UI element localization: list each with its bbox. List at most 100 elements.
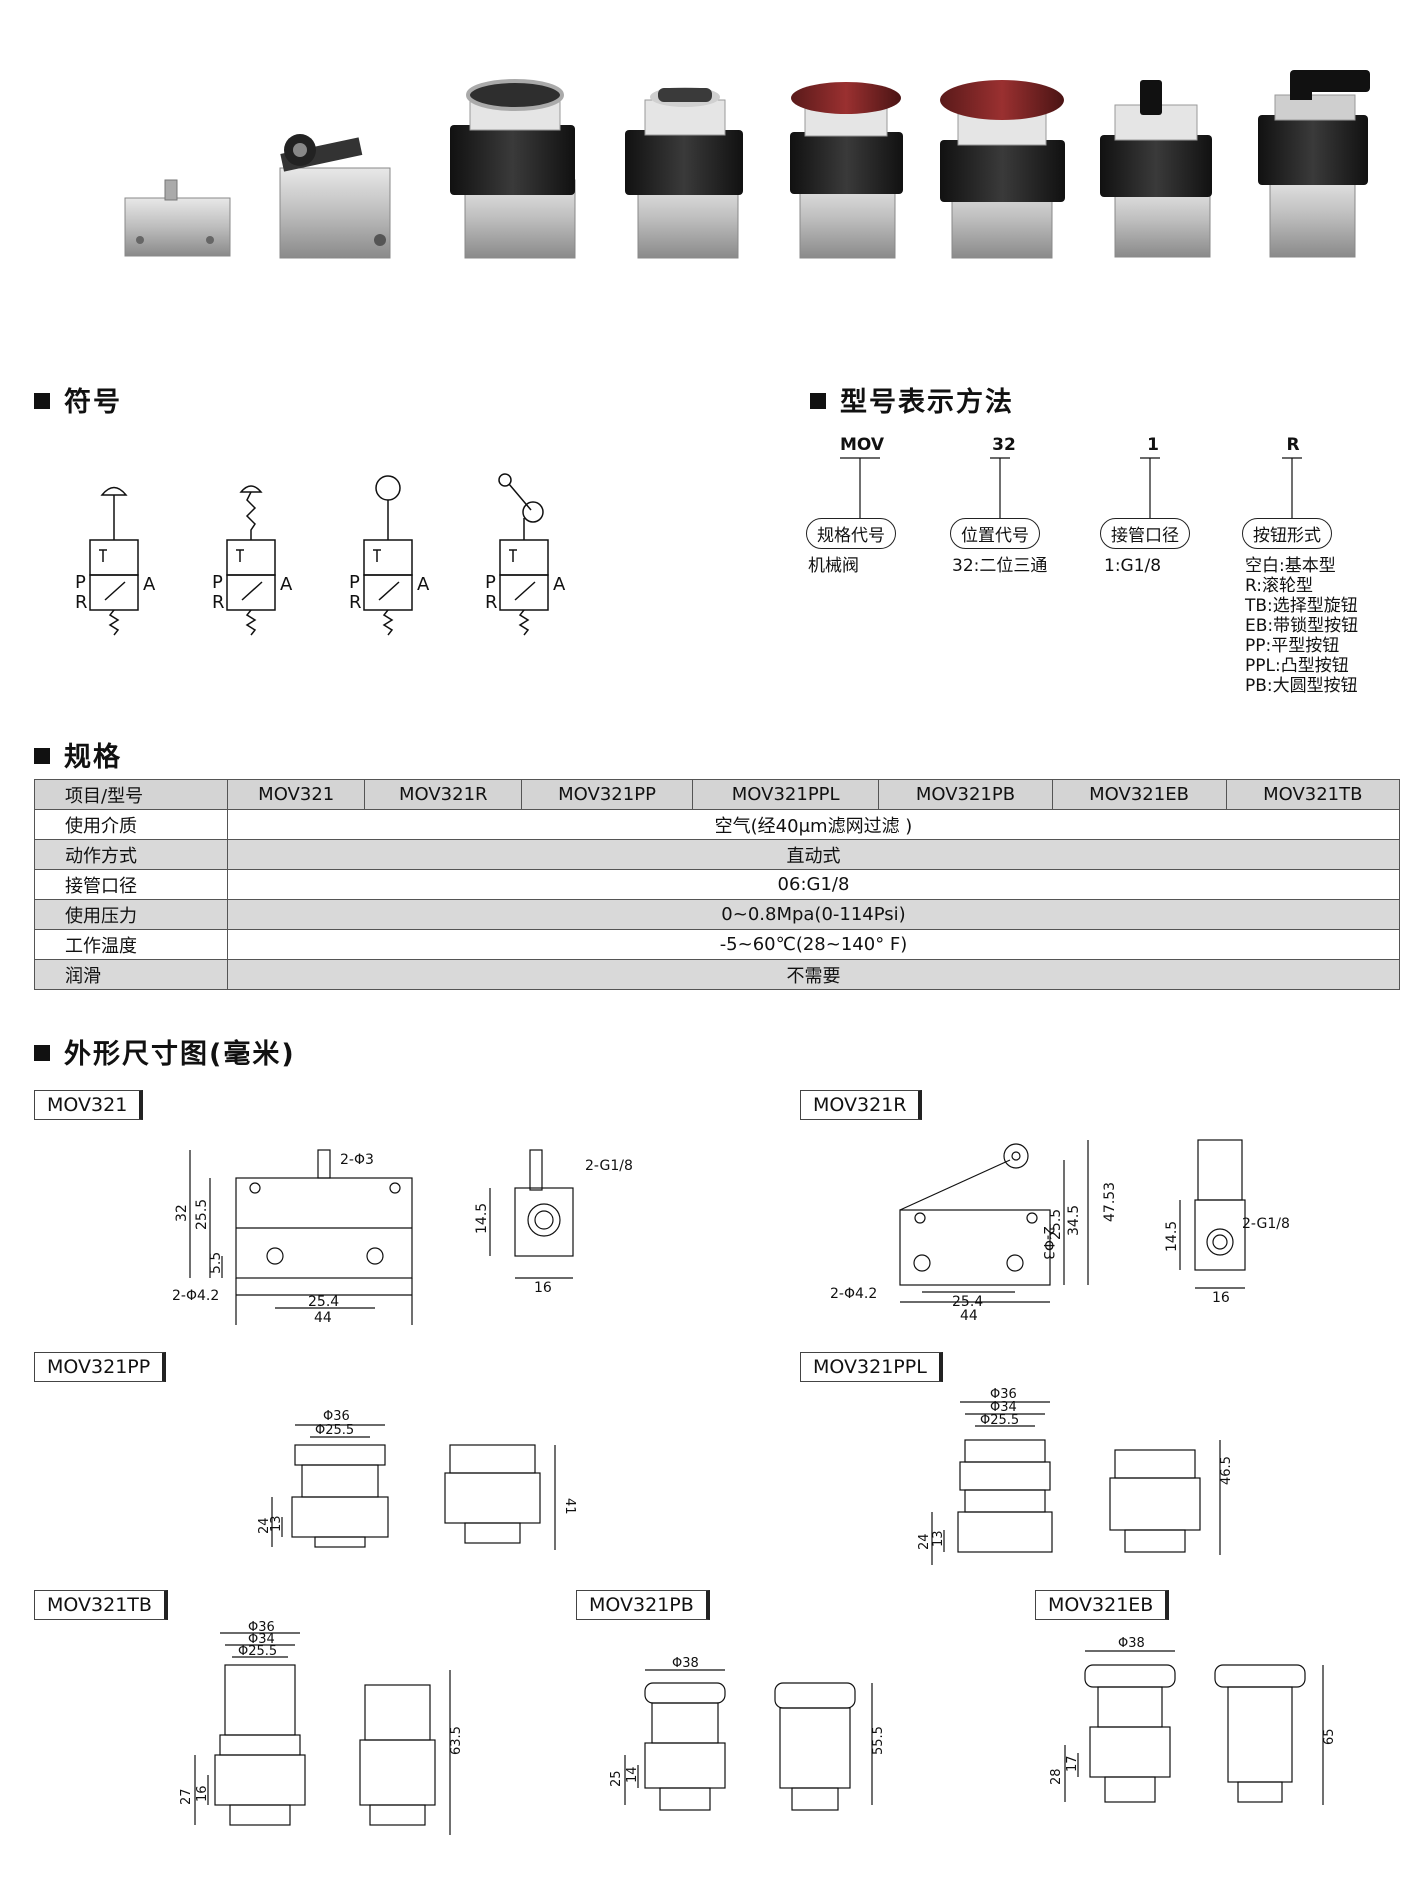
desc-spec-code: 机械阀 [808,556,859,576]
dim-text: 25.5 [194,1199,210,1230]
dim-text: 24 [917,1533,932,1550]
code-position: 32 [992,435,1016,455]
spec-row-value: 直动式 [227,839,1400,870]
section-model-code-title: 型号表示方法 [810,380,1014,419]
spec-header-label: 项目/型号 [34,779,228,810]
dim-text: 25.4 [308,1294,339,1310]
pill-button-type: 按钮形式 [1242,518,1332,549]
port-label-a: A [553,574,566,595]
dim-text: Φ38 [1118,1636,1145,1651]
valve-symbol: PR A [212,485,293,636]
code-port: 1 [1147,435,1159,455]
spec-row-value: 06:G1/8 [227,869,1400,900]
dim-text: Φ36 [990,1387,1017,1402]
spec-row: 动作方式 直动式 [34,839,1400,870]
photo-mov321ppl [625,87,743,259]
button-type-item: 空白:基本型 [1245,556,1336,576]
port-label-p: P [485,572,496,593]
port-label-a: A [417,574,430,595]
drawing-label-mov321pb: MOV321PB [576,1590,710,1620]
spec-row: 工作温度 -5~60℃(28~140° F) [34,929,1400,960]
section-model-code-text: 型号表示方法 [840,387,1014,418]
drawing-mov321ppl: Φ36 Φ34 Φ25.5 24 13 46.5 [917,1387,1234,1565]
spec-model-col: MOV321 [226,779,366,810]
product-photos [124,70,1370,259]
drawing-mov321eb: Φ38 28 17 65 [1049,1636,1337,1805]
spec-model-col: MOV321TB [1225,779,1401,810]
dim-text: 14.5 [1164,1221,1180,1252]
dim-text: Φ25.5 [238,1644,277,1659]
bullet-square-icon [34,1045,50,1061]
dim-text: 63.5 [449,1726,464,1755]
dim-text: 2-Φ3 [340,1152,374,1168]
spec-row-label: 工作温度 [34,929,228,960]
pill-position-code: 位置代号 [950,518,1040,549]
dim-text: 25.4 [952,1294,983,1310]
valve-symbol: PRA [349,475,430,636]
drawing-label-mov321r: MOV321R [800,1090,923,1120]
photo-mov321 [124,179,231,257]
drawing-mov321r: 2-G1/8 2-Φ3 25.5 34.5 47.53 2-Φ4.2 25.4 … [830,1139,1290,1324]
dim-text: 24 [257,1517,272,1534]
button-type-item: PB:大圆型按钮 [1245,676,1358,696]
port-label-p: P [212,572,223,593]
dim-text: Φ38 [672,1656,699,1671]
spec-row: 使用介质 空气(经40μm滤网过滤 ) [34,809,1400,840]
pill-spec-code: 规格代号 [806,518,896,549]
section-spec-text: 规格 [64,742,122,773]
photo-mov321tb [1100,80,1212,258]
desc-button-types: 空白:基本型 R:滚轮型 TB:选择型旋钮 EB:带锁型按钮 PP:平型按钮 P… [1245,556,1358,696]
dim-text: 16 [1212,1290,1230,1306]
spec-model-col: MOV321EB [1051,779,1227,810]
spec-row: 润滑 不需要 [34,959,1400,990]
drawing-label-mov321ppl: MOV321PPL [800,1352,943,1382]
photo-mov321eb [940,80,1065,259]
button-type-item: PP:平型按钮 [1245,636,1340,656]
valve-symbol: PRA [485,473,566,636]
dim-text: Φ34 [990,1400,1017,1415]
spec-row-label: 润滑 [34,959,228,990]
section-dims-title: 外形尺寸图(毫米) [34,1032,296,1071]
spec-row-value: -5~60℃(28~140° F) [227,929,1400,960]
dim-text: 55.5 [871,1726,886,1755]
pill-port-size: 接管口径 [1100,518,1190,549]
dim-text: 28 [1049,1768,1064,1785]
photo-mov321pb [790,82,903,259]
bullet-square-icon [810,393,826,409]
port-label-a: A [280,574,293,595]
code-button: R [1286,435,1300,455]
dim-text: 2-Φ3 [1040,1226,1056,1260]
dim-text: 2-Φ4.2 [830,1286,877,1302]
spec-model-col: MOV321PPL [691,779,880,810]
port-label-r: R [212,592,225,613]
spec-row-value: 空气(经40μm滤网过滤 ) [227,809,1400,840]
photo-mov321pp [450,79,576,259]
button-type-item: PPL:凸型按钮 [1245,656,1349,676]
code-mov: MOV [839,435,885,455]
valve-symbol: PRA [75,486,156,636]
photo-mov321r [279,134,391,259]
dim-text: 16 [534,1280,552,1296]
dim-text: 2-G1/8 [585,1158,633,1174]
ordering-leader-lines [840,457,1302,519]
bullet-square-icon [34,748,50,764]
port-label-r: R [349,592,362,613]
dim-text: 46.5 [1219,1456,1234,1485]
dim-text: 34.5 [1066,1205,1082,1236]
port-label-p: P [75,572,86,593]
bullet-square-icon [34,393,50,409]
drawing-mov321tb: Φ36 Φ34 Φ25.5 27 16 63.5 [179,1620,464,1835]
dim-text: Φ25.5 [980,1413,1019,1428]
dim-text: 14 [625,1766,640,1783]
port-label-a: A [143,574,156,595]
spec-row-value: 不需要 [227,959,1400,990]
dim-text: 17 [1065,1755,1080,1772]
drawing-mov321pb: Φ38 25 14 55.5 [609,1656,886,1811]
drawing-mov321: 2-Φ3 2-G1/8 32 25.5 5.5 2-Φ4.2 25.4 44 1… [172,1149,633,1326]
dim-text: 32 [174,1204,190,1222]
drawing-label-mov321pp: MOV321PP [34,1352,167,1382]
drawing-label-mov321: MOV321 [34,1090,144,1120]
dim-text: 5.5 [208,1252,224,1274]
dim-text: Φ36 [248,1620,275,1635]
